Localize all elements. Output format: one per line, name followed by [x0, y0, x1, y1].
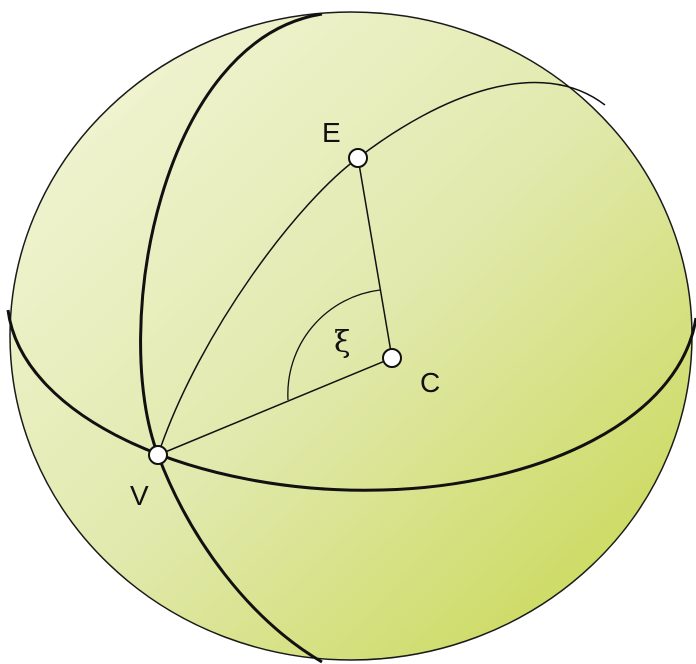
- label-c: C: [420, 367, 440, 398]
- sphere: [9, 11, 693, 661]
- meridian-circle: [139, 12, 323, 664]
- label-v: V: [130, 480, 149, 511]
- point-c: [382, 348, 402, 368]
- equator-circle: [6, 309, 696, 492]
- point-v: [148, 445, 168, 465]
- label-xi: ξ: [334, 325, 351, 360]
- line-c-to-v: [157, 357, 393, 456]
- angle-arc: [287, 289, 381, 401]
- line-c-to-e: [357, 157, 393, 359]
- label-e: E: [322, 117, 341, 148]
- point-e: [348, 148, 368, 168]
